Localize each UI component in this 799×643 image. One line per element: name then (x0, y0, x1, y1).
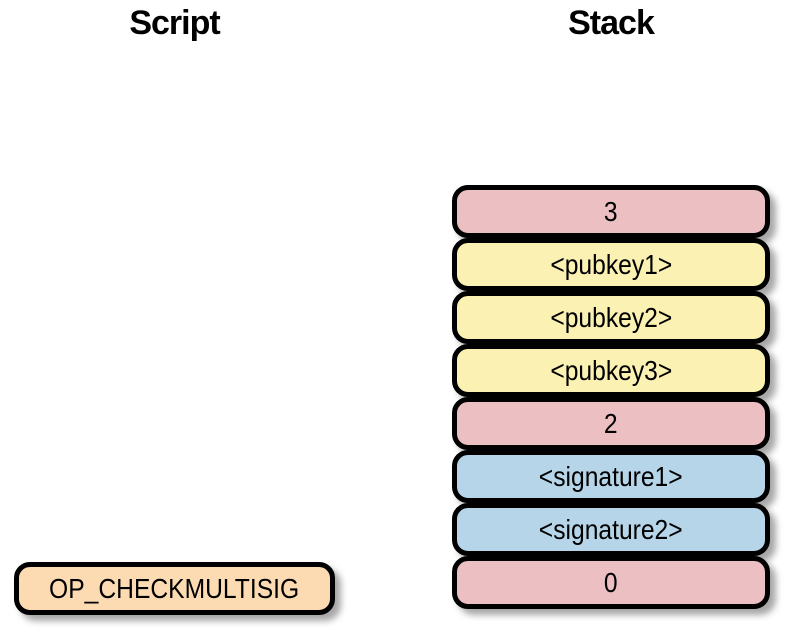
stack-column-title: Stack (568, 4, 655, 42)
stack-item: <signature2> (452, 503, 770, 556)
stack-item-label: 3 (604, 195, 618, 227)
stack-item-label: <pubkey3> (550, 354, 672, 386)
stack-item-label: 0 (604, 566, 618, 598)
stack-column: 3 <pubkey1> <pubkey2> <pubkey3> 2 <signa… (452, 185, 770, 609)
stack-item-label: <signature2> (539, 513, 683, 545)
stack-item: 3 (452, 185, 770, 238)
stack-item: <pubkey1> (452, 238, 770, 291)
stack-item: <signature1> (452, 450, 770, 503)
stack-item-label: <pubkey1> (550, 248, 672, 280)
stack-item: 0 (452, 556, 770, 609)
stack-item: 2 (452, 397, 770, 450)
script-column-title: Script (129, 4, 220, 42)
stack-item: <pubkey3> (452, 344, 770, 397)
stack-item-label: <signature1> (539, 460, 683, 492)
stack-item-label: 2 (604, 407, 618, 439)
script-opcode-label: OP_CHECKMULTISIG (49, 572, 300, 604)
stack-item-label: <pubkey2> (550, 301, 672, 333)
stack-item: <pubkey2> (452, 291, 770, 344)
script-opcode-box: OP_CHECKMULTISIG (14, 562, 335, 615)
